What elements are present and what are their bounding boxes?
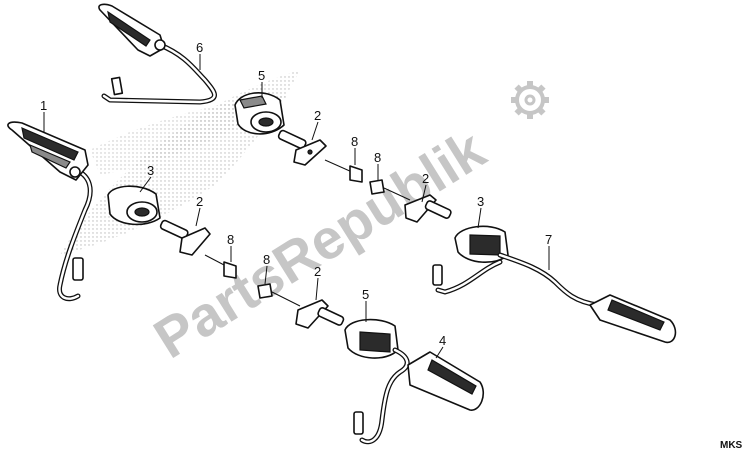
part-3-left-grommet	[107, 185, 161, 226]
part-2-lower-collar	[295, 299, 345, 329]
part-8-bolt-left	[204, 254, 237, 279]
part-2-upper-collar	[277, 129, 327, 166]
callout-5: 5	[362, 287, 369, 302]
part-2-left-collar	[159, 219, 211, 256]
callout-1: 1	[40, 98, 47, 113]
part-2-right-collar	[404, 194, 452, 223]
part-4-front-winker	[353, 347, 485, 445]
part-8-bolt-upper	[324, 159, 363, 183]
callout-2: 2	[196, 194, 203, 209]
part-3-right-socket	[454, 225, 509, 263]
callout-6: 6	[196, 40, 203, 55]
callout-5: 5	[258, 68, 265, 83]
callout-8: 8	[263, 252, 270, 267]
part-6-winker-assembly	[98, 3, 217, 105]
callout-leaders	[43, 54, 550, 359]
part-5-upper-grommet	[234, 92, 285, 135]
gear-icon	[511, 81, 549, 119]
part-7-rear-winker	[432, 252, 677, 344]
callout-2: 2	[422, 171, 429, 186]
callout-8: 8	[227, 232, 234, 247]
part-1-front-winker	[7, 121, 93, 302]
callout-8: 8	[351, 134, 358, 149]
callout-3: 3	[147, 163, 154, 178]
part-8-bolt-right	[369, 179, 411, 201]
diagram-code: MKS	[720, 440, 743, 451]
callout-labels: 1 2 2 2 2 3 3 4 5 5 6 7 8 8 8 8	[40, 40, 552, 348]
part-8-bolt-lower	[257, 283, 301, 307]
callout-7: 7	[545, 232, 552, 247]
callout-3: 3	[477, 194, 484, 209]
callout-4: 4	[439, 333, 446, 348]
part-5-lower-socket	[344, 318, 399, 359]
callout-2: 2	[314, 108, 321, 123]
callout-8: 8	[374, 150, 381, 165]
callout-2: 2	[314, 264, 321, 279]
